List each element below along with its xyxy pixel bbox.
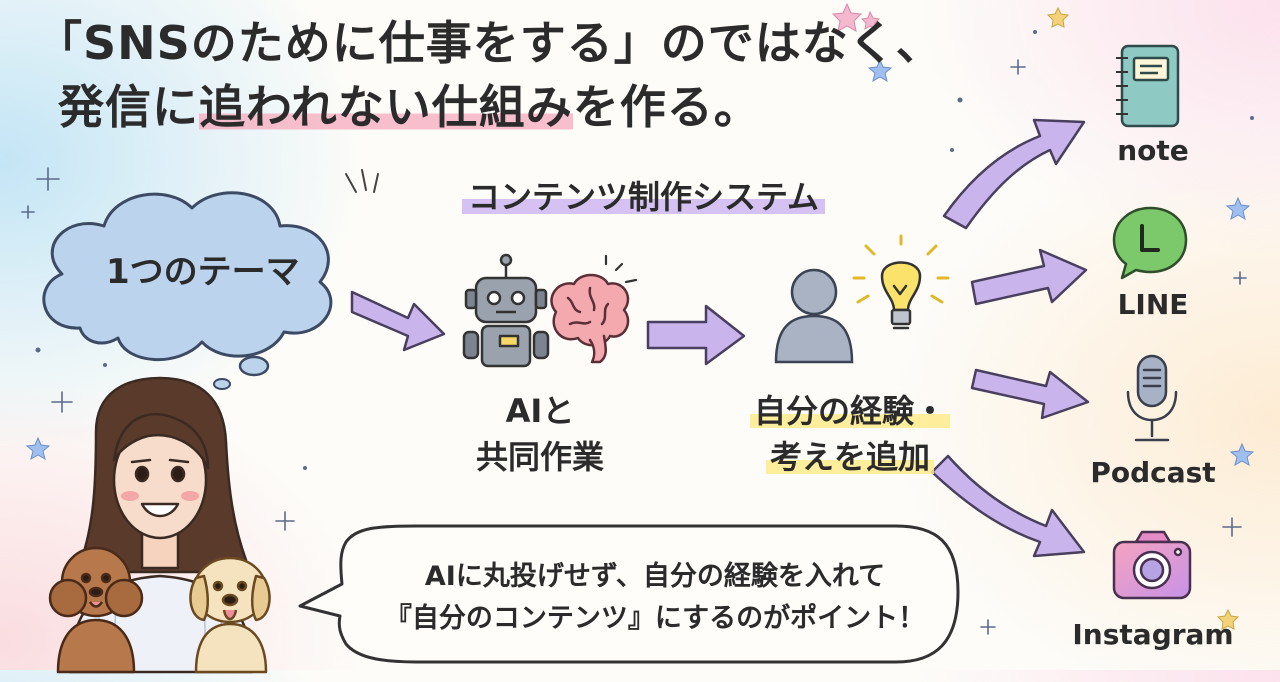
step-ai-line-2: 共同作業 [475, 438, 604, 477]
headline-line-2: 発信に追われない仕組みを作る。 [58, 80, 761, 134]
tip-line-1: AIに丸投げせず、自分の経験を入れて [424, 561, 886, 592]
sparkle-icon [867, 58, 893, 83]
arrow-ai-to-exp [646, 304, 746, 366]
destination-line: LINE [1117, 288, 1189, 321]
retriever-dog [189, 556, 271, 674]
tip-text: AIに丸投げせず、自分の経験を入れて 『自分のコンテンツ』にするのがポイント！ [355, 556, 955, 640]
sparkle-icon [51, 391, 73, 413]
sparkle-icon [1229, 442, 1255, 467]
headline-before: 発信に [58, 80, 199, 134]
sparkle-icon [1046, 6, 1070, 28]
brain-icon [550, 254, 638, 364]
robot-icon [462, 253, 550, 368]
tip-speech-bubble [298, 524, 960, 664]
camera-icon [1112, 530, 1192, 600]
notebook-icon [1116, 44, 1180, 128]
presenter-illustration [48, 376, 271, 674]
destination-podcast: Podcast [1090, 456, 1216, 489]
system-label: コンテンツ制作システム [462, 172, 826, 218]
arrow-to-note [942, 118, 1086, 230]
sparkle-icon [1225, 196, 1251, 221]
theme-cloud [42, 191, 333, 390]
sparkle-icon [831, 2, 863, 32]
destination-note: note [1117, 134, 1189, 167]
sparkle-icon [1233, 271, 1247, 285]
line-chat-icon [1112, 206, 1188, 280]
system-label-text: コンテンツ制作システム [462, 178, 826, 216]
sparkle-icon [36, 167, 60, 191]
motion-lines [345, 169, 379, 193]
arrow-to-podcast [970, 368, 1090, 420]
sparkle-icon [860, 10, 881, 30]
sparkle-icon [275, 511, 295, 531]
sparkle-icon [25, 436, 51, 461]
step-ai-line-1: AIと [505, 392, 575, 430]
headline-line-1: 「SNSのために仕事をする」のではなく、 [36, 16, 943, 70]
step-experience-line-2: 考えを追加 [765, 438, 934, 477]
sparkle-icon [1216, 608, 1240, 630]
sparkle-icon [1222, 517, 1242, 537]
step-experience-label: 自分の経験・ 考えを追加 [735, 388, 965, 481]
person-icon [774, 268, 854, 364]
step-ai-label: AIと 共同作業 [450, 388, 630, 481]
headline-after: を作る。 [572, 80, 761, 134]
step-experience-line-1: 自分の経験・ [749, 392, 950, 430]
lightbulb-icon [852, 234, 950, 330]
arrow-to-line [970, 248, 1088, 306]
sparkle-icon [1010, 59, 1026, 75]
poodle-dog [48, 546, 144, 674]
headline-highlight: 追われない仕組み [199, 80, 573, 134]
theme-label: 1つのテーマ [106, 252, 300, 292]
sparkle-icon [21, 205, 35, 219]
arrow-theme-to-ai [350, 290, 446, 352]
tip-line-2: 『自分のコンテンツ』にするのがポイント！ [384, 602, 926, 634]
sparkle-icon [980, 619, 996, 635]
microphone-icon [1126, 354, 1178, 442]
arrow-to-instagram [930, 454, 1086, 558]
destination-instagram: Instagram [1072, 618, 1234, 651]
